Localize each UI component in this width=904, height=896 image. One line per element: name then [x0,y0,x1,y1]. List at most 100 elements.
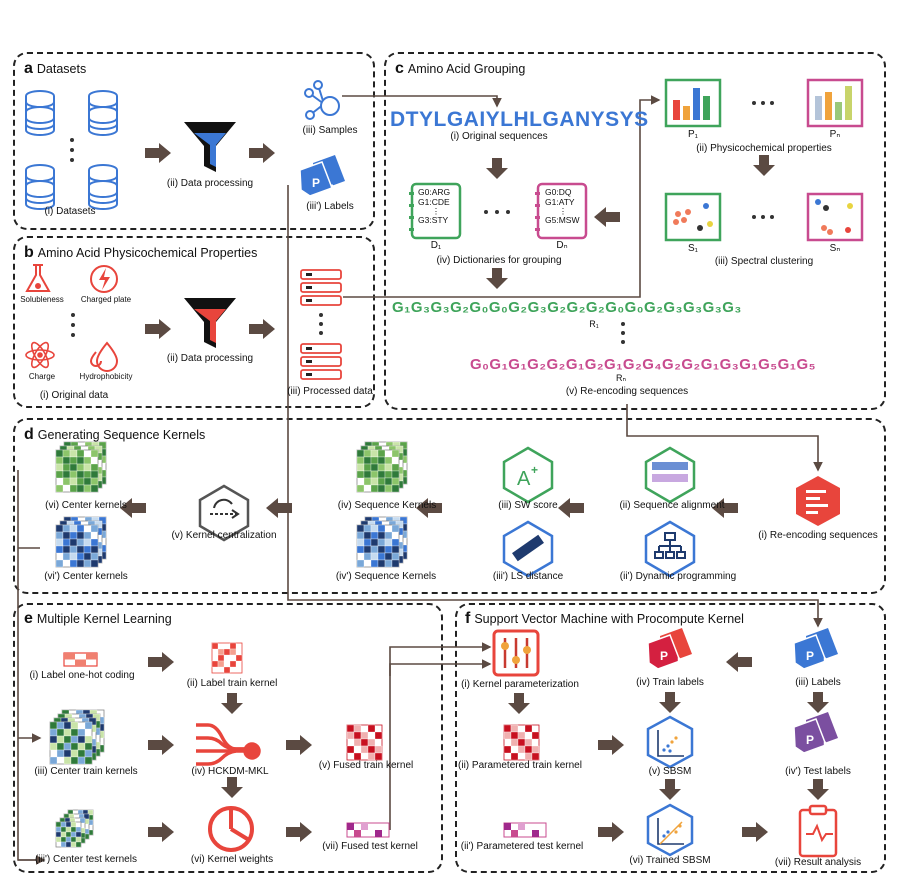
panel-e [13,603,443,873]
arrow-f9 [742,822,768,842]
dynprog-label: (ii') Dynamic programming [619,571,737,582]
arrow-f5 [659,692,681,713]
panel-c [384,52,886,410]
reencoding-seq-icon [796,476,840,526]
spectral-label: (iii) Spectral clustering [714,256,814,267]
svg-text:+: + [531,463,538,477]
s1-label: S₁ [687,243,699,254]
processing-a-label: (ii) Data processing [166,178,254,189]
dict-dn-icon [535,182,588,240]
ls-distance-icon [502,520,554,578]
dict-dn-line: G1:ATY [545,197,575,207]
reenc-d-label: (i) Re-encoding sequences [758,530,878,541]
charge-label: Charge [28,372,56,381]
arrow-e1 [148,652,174,672]
labels-a-label: (iii') Labels [306,201,354,212]
labels-tag-icon: P N [299,155,345,197]
dataset-db-icons [25,90,118,210]
arrow-f3 [598,822,624,842]
barchart-pn-icon [806,78,864,128]
trainlabels-label: (iv) Train labels [636,677,704,688]
d1-label: D₁ [430,240,442,251]
onehot-label: (i) Label one-hot coding [29,670,135,681]
panel-a [13,52,375,230]
hckdm-label: (iv) HCKDM-MKL [191,766,269,777]
rn-label: Rₙ [615,373,627,383]
arrow-c4 [594,207,620,227]
atom-icon [25,341,55,369]
solubleness-label: Solubleness [20,295,64,304]
dict-d1-line: G0:ARG [418,187,451,197]
arrow-e5 [221,777,243,798]
test-labels-icon: P N [793,712,838,754]
dict-d1-icon [409,182,462,240]
pn-label: Pₙ [829,129,841,140]
center-train-kernels-icon [49,709,105,765]
param-train-kernel-icon [503,724,540,761]
label-train-kernel-icon [211,642,243,674]
dict-dn-line: G0:DQ [545,187,572,197]
svg-text:N: N [330,182,339,196]
arrow-f8 [807,779,829,800]
ptest-label: (ii') Parametered test kernel [460,841,584,852]
trained-sbsm-icon [646,803,694,857]
fusedtrain-label: (v) Fused train kernel [318,760,414,771]
rn-sequence: G₀G₁G₁G₂G₂G₁G₂G₁G₂G₄G₂G₂G₁G₃G₁G₅G₁G₅ [470,356,817,373]
flask-icon [25,264,51,292]
panel-f [455,603,886,873]
centertest-label: (iii') Center test kernels [35,854,137,865]
sw-label: (iii) SW score [498,500,558,511]
dict-d1-line: G1:CDE [418,197,450,207]
svg-text:A: A [517,468,531,490]
onehot-icon [63,652,98,667]
dn-label: Dₙ [556,240,568,251]
arrow-f6 [807,692,829,713]
charged-plate-label: Charged plate [80,295,132,304]
sbsm-label: (v) SBSM [648,766,692,777]
p1-label: P₁ [687,129,699,140]
arrow-d2 [558,498,584,518]
dict-dn-text: G0:DQ G1:ATY ⋮ G5:MSW [545,187,581,225]
processing-b-label: (ii) Data processing [166,353,254,364]
barchart-p1-icon [664,78,722,128]
dictionaries-label: (iv) Dictionaries for grouping [436,255,562,266]
original-data-label: (i) Original data [39,390,109,401]
center-test-kernels-icon [55,809,94,848]
ptrain-label: (ii) Parametered train kernel [458,760,582,771]
centr-label: (v) Kernel centralization [171,530,277,541]
arrow-f2 [598,735,624,755]
hckdm-icon [196,723,261,766]
charged-plate-icon [90,265,118,293]
r1-sequence: G₁G₃G₃G₂G₀G₀G₂G₃G₂G₂G₂G₀G₀G₂G₃G₃G₃G₃ [392,299,742,316]
dict-dn-line: G5:MSW [545,215,580,225]
arrow-c2 [486,268,508,289]
trained-label: (vi) Trained SBSM [629,855,711,866]
weights-label: (vi) Kernel weights [190,854,274,865]
center2-label: (vi') Center kernels [44,571,128,582]
arrow-e7 [286,822,312,842]
alignment-label: (ii) Sequence alignment [619,500,725,511]
arrow-c3 [753,155,775,176]
arrow-a2 [249,143,275,163]
seqk-label: (iv) Sequence Kernels [337,500,437,511]
original-sequence: DTYLGAIYLHLGANYSYS [390,108,649,131]
processed-data-label: (iii) Processed data [287,386,373,397]
dict-dn-ellipsis: ⋮ [558,206,568,216]
arrow-e2 [221,693,243,714]
labels-f-icon: P N [793,628,838,670]
centertrain-label: (iii) Center train kernels [34,766,138,777]
physico-label: (ii) Physicochemical properties [696,143,832,154]
svg-text:N: N [677,655,686,669]
labels-f-label: (iii) Labels [795,677,841,688]
arrow-a1 [145,143,171,163]
centralization-icon [198,484,250,542]
processed-data-icon [300,269,342,380]
panel-b [13,236,375,408]
water-drop-icon [89,341,119,372]
